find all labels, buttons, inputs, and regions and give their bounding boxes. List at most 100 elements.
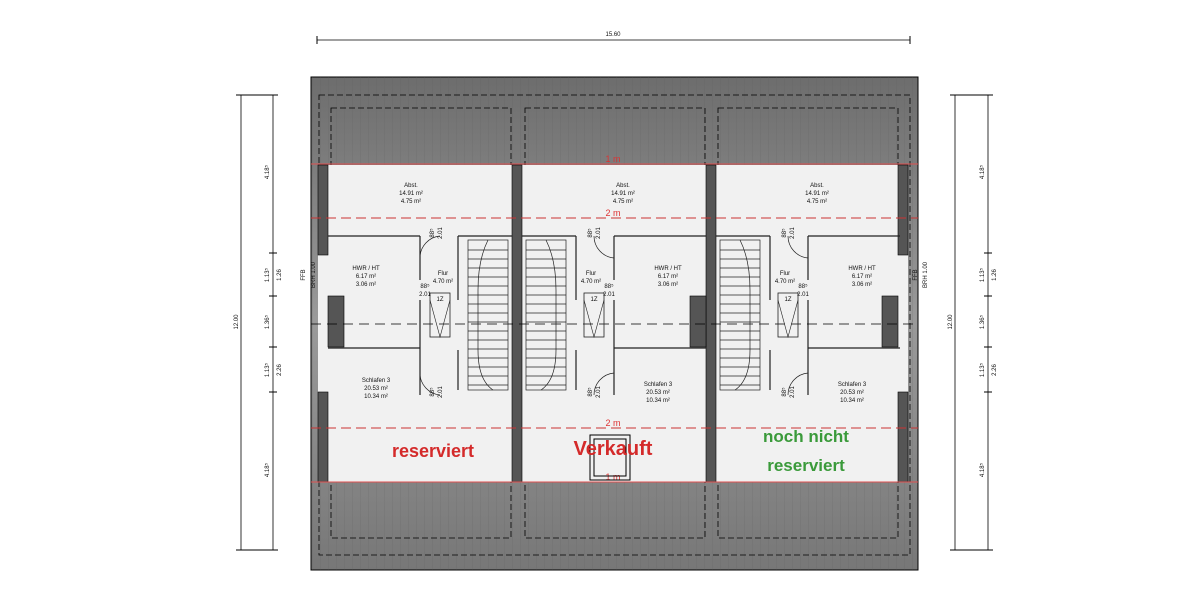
sale-status-label: reserviert [767,456,845,475]
depth-dimension-label: 12.00 [948,314,954,330]
ffb-label: FFB [301,269,307,280]
room-label-hwr: 3.06 m² [658,282,678,288]
room-label-schlafen: Schlafen 3 [644,382,673,388]
door-dim: 88⁵ [604,283,614,290]
unit-3: 1Z Abst. 14.91 m² 4.75 m² HWR / HT 6.17 m² 3.0… [719,183,876,475]
room-label-flur: Flur [586,271,596,277]
dimension-segment: 1.36⁵ [979,314,986,329]
dimension-segment: 2.26 [992,364,998,376]
door-dim: 88⁵ [420,283,430,290]
width-dimension-label: 15.60 [605,32,621,38]
room-label-hwr: 3.06 m² [852,282,872,288]
dimension-segment: 4.18⁵ [264,164,271,179]
attic-hatch-arrow [583,299,605,339]
room-label-flur: 4.70 m² [775,279,795,285]
door-dim: 88⁵ [587,387,594,397]
dimension-segment: 1.13⁵ [264,267,271,282]
door-dim: 88⁵ [781,387,788,397]
room-label-schlafen: 20.53 m² [646,390,670,396]
dimension-segment: 1.26 [992,269,998,281]
room-label-abst: 14.91 m² [805,191,829,197]
door-swing[interactable] [419,372,441,396]
room-label-hwr: HWR / HT [654,266,682,272]
room-label-abst: 4.75 m² [807,199,827,205]
attic-hatch-arrow [429,299,451,339]
door-dim: 2.01 [790,386,796,398]
skylight-inner-frame [593,438,627,477]
staircase [719,239,761,391]
units: 1Z Abst. 14.91 m² 4.75 m² HWR / HT 6.17 m² 3.0… [352,183,876,475]
dimension-segment: 1.36⁵ [264,314,271,329]
door-swing[interactable] [593,235,615,259]
room-label-hwr: 3.06 m² [356,282,376,288]
dimension-segment: 4.18⁵ [979,164,986,179]
door-dim: 2.01 [596,386,602,398]
door-swing[interactable] [787,372,809,396]
height-line-2m-bottom: 2 m [605,418,620,428]
door-dim: 2.01 [438,227,444,239]
door-dim: 2.01 [438,386,444,398]
room-label-abst: Abst. [404,183,418,189]
room-label-schlafen: 20.53 m² [840,390,864,396]
depth-dimension-label: 12.00 [234,314,240,330]
door-dim: 88⁵ [429,387,436,397]
dimension-segment: 1.13⁵ [979,267,986,282]
dimension-segment: 4.18⁵ [979,462,986,477]
room-label-schlafen: 10.34 m² [364,394,388,400]
depth-dimension-right: 4.18⁵1.13⁵1.36⁵1.13⁵4.18⁵1.262.2612.00FF… [913,94,998,551]
depth-dimension-left: 4.18⁵1.13⁵1.36⁵1.13⁵4.18⁵1.262.2612.00FF… [234,94,317,551]
room-label-abst: Abst. [616,183,630,189]
dimension-segment: 4.18⁵ [264,462,271,477]
room-label-flur: 4.70 m² [581,279,601,285]
door-dim: 2.01 [790,227,796,239]
dimension-segment: 2.26 [277,364,283,376]
room-label-hwr: HWR / HT [848,266,876,272]
room-label-schlafen: 20.53 m² [364,386,388,392]
room-label-flur: 4.70 m² [433,279,453,285]
room-label-abst: Abst. [810,183,824,189]
door-dim: 88⁵ [587,228,594,238]
room-label-hwr: HWR / HT [352,266,380,272]
room-label-schlafen: 10.34 m² [646,398,670,404]
dimension-segment: 1.13⁵ [979,362,986,377]
door-dim: 2.01 [797,292,809,298]
staircase [467,239,509,391]
room-label-schlafen: 10.34 m² [840,398,864,404]
stair-label: 1Z [436,297,443,303]
brh-label: BRH 1.00 [923,261,929,288]
brh-label: BRH 1.00 [311,261,317,288]
room-label-hwr: 6.17 m² [852,274,872,280]
stair-walkline [477,239,494,391]
room-label-abst: 14.91 m² [611,191,635,197]
height-lines: 1 m 2 m 2 m 1 m [311,154,918,483]
door-swing[interactable] [787,235,809,259]
attic-hatch-arrow [777,299,799,339]
width-dimension: 15.60 [316,32,911,44]
staircase [525,239,567,391]
room-label-schlafen: Schlafen 3 [838,382,867,388]
height-line-1m-bottom: 1 m [605,472,620,482]
door-dim: 2.01 [603,292,615,298]
height-line-1m-top: 1 m [605,154,620,164]
stair-walkline [734,239,751,391]
door-swing[interactable] [419,235,441,259]
door-dim: 88⁵ [781,228,788,238]
dimension-segment: 1.13⁵ [264,362,271,377]
skylight [589,434,631,481]
room-label-schlafen: Schlafen 3 [362,378,391,384]
door-dim: 88⁵ [429,228,436,238]
stair-label: 1Z [784,297,791,303]
stair-walkline [540,239,557,391]
stair-label: 1Z [590,297,597,303]
door-swing[interactable] [593,372,615,396]
door-dim: 2.01 [596,227,602,239]
door-dim: 2.01 [419,292,431,298]
room-label-hwr: 6.17 m² [356,274,376,280]
sale-status-label: noch nicht [763,427,849,446]
sale-status-label: Verkauft [574,438,653,460]
room-label-abst: 4.75 m² [613,199,633,205]
room-label-abst: 4.75 m² [401,199,421,205]
